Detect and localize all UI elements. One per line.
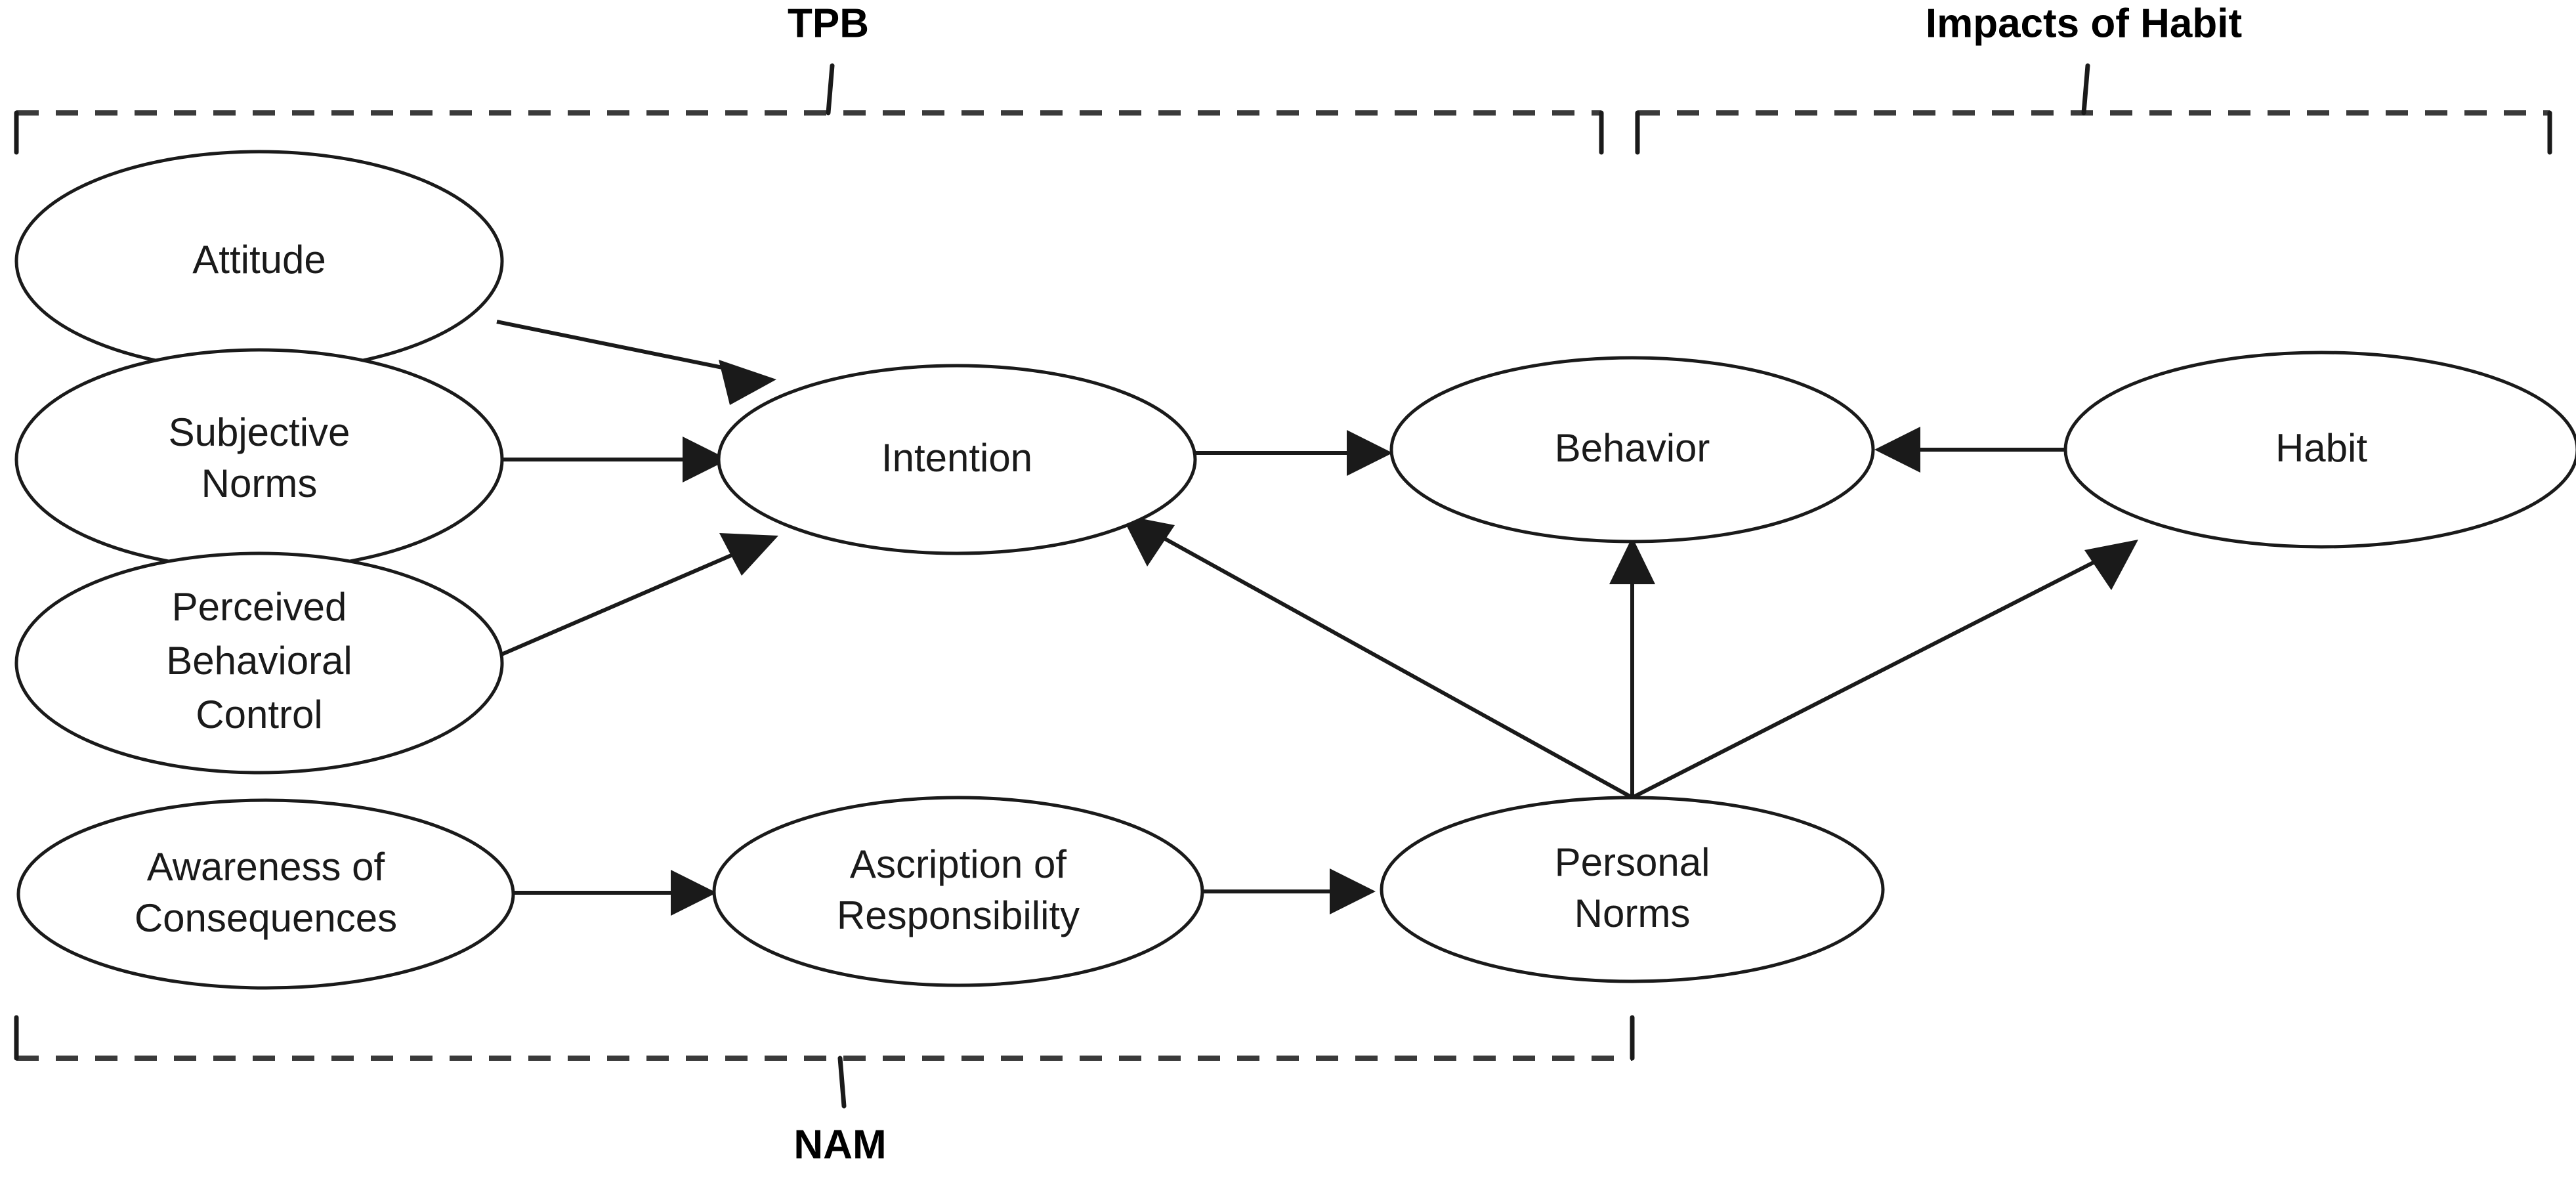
node-ascription-of-responsibility-label-line1: Ascription of xyxy=(850,842,1066,886)
node-ascription-of-responsibility-label-line2: Responsibility xyxy=(837,893,1080,937)
edge-habit-to-behavior xyxy=(1874,427,2066,473)
edge-personal-norms-to-habit xyxy=(1631,540,2138,800)
node-awareness-of-consequences[interactable]: Awareness of Consequences xyxy=(16,798,515,990)
node-personal-norms-shape[interactable] xyxy=(1380,796,1885,983)
arrowhead-awareness-ascription xyxy=(671,870,717,916)
arrowhead-intention-behavior xyxy=(1347,430,1393,476)
node-subjective-norms[interactable]: Subjective Norms xyxy=(14,348,504,571)
group-bracket-impacts-of-habit xyxy=(1635,63,2552,155)
nam-bracket-center-tick xyxy=(837,1056,847,1109)
node-habit-shape[interactable] xyxy=(2063,351,2576,549)
node-personal-norms-label-line1: Personal xyxy=(1555,840,1710,884)
edge-awareness-to-ascription xyxy=(513,870,717,916)
edge-perceived-control-to-intention xyxy=(496,533,778,658)
node-perceived-behavioral-control-label-line1: Perceived xyxy=(172,585,347,629)
group-label-tpb: TPB xyxy=(788,1,869,46)
node-personal-norms-label-line2: Norms xyxy=(1574,891,1691,935)
arrowhead-personal-norms-behavior xyxy=(1609,537,1655,584)
node-awareness-of-consequences-shape[interactable] xyxy=(16,798,515,990)
node-perceived-behavioral-control-label-line3: Control xyxy=(196,693,322,737)
arrowhead-subjective-norms-intention xyxy=(683,437,728,482)
node-intention[interactable]: Intention xyxy=(717,364,1197,555)
arrowhead-perceived-control-intention xyxy=(719,533,778,576)
arrowhead-personal-norms-habit xyxy=(2084,540,2138,590)
node-perceived-behavioral-control-label-line2: Behavioral xyxy=(166,639,352,683)
node-awareness-of-consequences-label-line1: Awareness of xyxy=(147,845,385,889)
node-perceived-behavioral-control-shape[interactable] xyxy=(14,551,504,775)
group-bracket-nam xyxy=(14,1015,1635,1109)
node-behavior[interactable]: Behavior xyxy=(1389,356,1875,544)
habit-bracket-center-tick xyxy=(2081,63,2090,116)
node-attitude-label: Attitude xyxy=(192,238,326,282)
group-label-impacts-of-habit: Impacts of Habit xyxy=(1926,1,2242,46)
edge-intention-to-behavior xyxy=(1193,430,1393,476)
arrowhead-habit-behavior xyxy=(1874,427,1920,473)
arrowhead-personal-norms-intention xyxy=(1121,515,1175,567)
arrowhead-ascription-personal-norms xyxy=(1330,868,1376,914)
edge-ascription-to-personal-norms xyxy=(1202,868,1376,914)
node-ascription-of-responsibility[interactable]: Ascription of Responsibility xyxy=(712,796,1204,987)
node-behavior-label: Behavior xyxy=(1555,426,1710,470)
node-subjective-norms-shape[interactable] xyxy=(14,348,504,571)
node-ascription-of-responsibility-shape[interactable] xyxy=(712,796,1204,987)
node-subjective-norms-label-line1: Subjective xyxy=(169,410,350,454)
edge-subjective-norms-to-intention xyxy=(502,437,728,482)
node-perceived-behavioral-control[interactable]: Perceived Behavioral Control xyxy=(14,551,504,775)
node-intention-shape[interactable] xyxy=(717,364,1197,555)
node-subjective-norms-label-line2: Norms xyxy=(201,461,318,505)
tpb-bracket-center-tick xyxy=(826,63,835,116)
node-habit-label: Habit xyxy=(2275,426,2367,470)
node-attitude[interactable]: Attitude xyxy=(14,150,504,373)
node-awareness-of-consequences-label-line2: Consequences xyxy=(135,896,397,940)
group-bracket-tpb xyxy=(14,63,1604,155)
edge-personal-norms-to-intention xyxy=(1121,515,1634,800)
arrowhead-attitude-intention xyxy=(719,360,776,405)
group-label-nam: NAM xyxy=(793,1122,886,1167)
node-habit[interactable]: Habit xyxy=(2063,351,2576,549)
edge-attitude-to-intention xyxy=(496,320,776,405)
node-intention-label: Intention xyxy=(881,436,1032,480)
node-personal-norms[interactable]: Personal Norms xyxy=(1380,796,1885,983)
node-behavior-shape[interactable] xyxy=(1389,356,1875,544)
edge-personal-norms-to-behavior xyxy=(1609,537,1655,798)
